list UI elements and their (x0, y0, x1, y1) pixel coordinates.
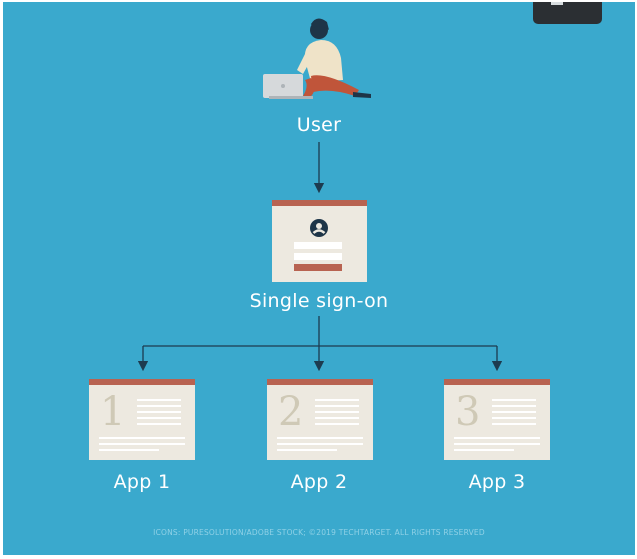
window-title-bar (89, 379, 195, 385)
diagram-canvas: User Single sign-on 1 App 1 2 (3, 2, 635, 555)
connector-arrows (137, 142, 503, 372)
sso-label: Single sign-on (249, 290, 389, 312)
app-number: 2 (278, 389, 304, 435)
app2-label: App 2 (290, 471, 348, 493)
app-number: 3 (455, 389, 481, 435)
username-field-icon (294, 242, 342, 249)
user-label: User (296, 114, 342, 136)
window-title-bar (267, 379, 373, 385)
app-window-1: 1 (89, 379, 195, 460)
login-button-icon (294, 264, 342, 271)
user-avatar-icon (310, 219, 328, 237)
corner-tab[interactable] (533, 2, 602, 24)
app-number: 1 (100, 389, 126, 435)
window-title-bar (272, 200, 367, 206)
app3-label: App 3 (468, 471, 526, 493)
footer-credit: ICONS: PURESOLUTION/ADOBE STOCK; ©2019 T… (153, 528, 485, 537)
app-window-2: 2 (267, 379, 373, 460)
window-title-bar (444, 379, 550, 385)
app1-label: App 1 (113, 471, 171, 493)
user-laptop-icon (263, 18, 371, 99)
sso-login-window (272, 200, 367, 282)
password-field-icon (294, 253, 342, 260)
app-window-3: 3 (444, 379, 550, 460)
